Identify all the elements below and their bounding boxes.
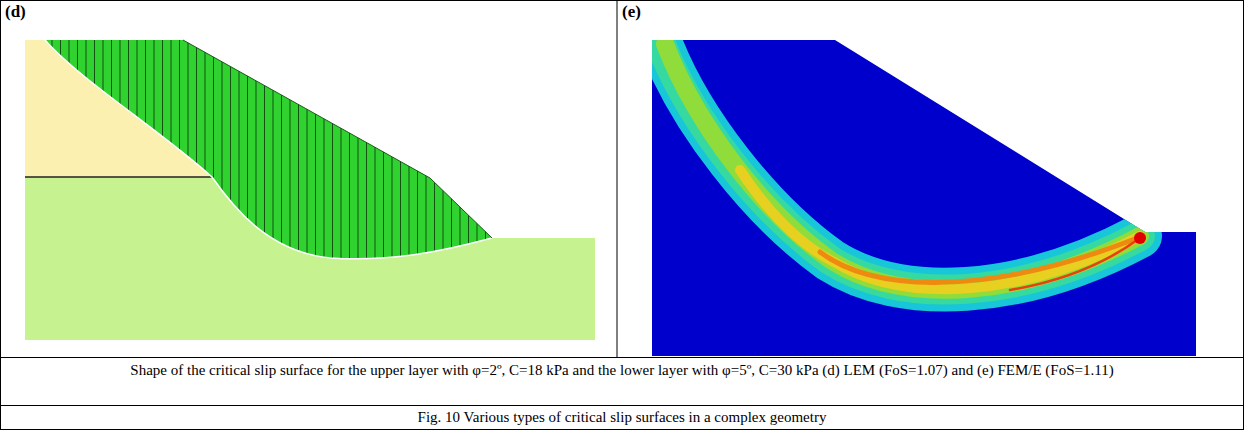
slice-line (332, 30, 333, 270)
slice-line (196, 30, 197, 270)
slice-line (77, 30, 78, 270)
slice-line (290, 30, 291, 270)
lem-model (25, 30, 595, 340)
slice-line (273, 30, 274, 270)
slice-line (213, 30, 214, 270)
slice-line (205, 30, 206, 270)
slice-line (358, 30, 359, 270)
slice-line (477, 30, 478, 270)
slice-line (137, 30, 138, 270)
slice-line (315, 30, 316, 270)
slice-line (392, 30, 393, 270)
slice-line (60, 30, 61, 270)
slice-line (383, 30, 384, 270)
figure-description: Shape of the critical slip surface for t… (20, 361, 1224, 379)
slice-line (409, 30, 410, 270)
fem-model (652, 40, 1196, 356)
slice-line (375, 30, 376, 270)
slice-line (188, 30, 189, 270)
slip-surface (45, 40, 492, 259)
slice-line (111, 30, 112, 270)
slice-line (247, 30, 248, 270)
slice-line (451, 30, 452, 270)
slice-line (298, 30, 299, 270)
slice-line (417, 30, 418, 270)
slice-line (94, 30, 95, 270)
slice-line (426, 30, 427, 270)
slice-line (171, 30, 172, 270)
slice-line (103, 30, 104, 270)
slice-line (162, 30, 163, 270)
slice-line (400, 30, 401, 270)
slice-line (86, 30, 87, 270)
slice-line (460, 30, 461, 270)
slice-line (52, 30, 53, 270)
slice-line (128, 30, 129, 270)
slice-line (239, 30, 240, 270)
slice-line (485, 30, 486, 270)
slice-line (256, 30, 257, 270)
slice-line (349, 30, 350, 270)
slice-line (154, 30, 155, 270)
slice-line (366, 30, 367, 270)
panel-label: (d) (5, 2, 65, 22)
figure-caption: Fig. 10 Various types of critical slip s… (20, 408, 1224, 426)
slice-line (222, 30, 223, 270)
slice-line (69, 30, 70, 270)
fem-domain (652, 40, 1196, 356)
slope-face (183, 40, 492, 238)
slice-line (120, 30, 121, 270)
shear-strain-contours (660, 42, 1146, 290)
slice-line (443, 30, 444, 270)
slice-line (434, 30, 435, 270)
slice-line (281, 30, 282, 270)
sliding-mass (45, 40, 492, 259)
slice-line (324, 30, 325, 270)
slice-line (307, 30, 308, 270)
layer-boundary (25, 176, 212, 178)
slices (52, 30, 494, 270)
slice-line (341, 30, 342, 270)
slice-line (145, 30, 146, 270)
slice-line (494, 30, 495, 270)
panel-label: (e) (622, 2, 682, 22)
slice-line (468, 30, 469, 270)
